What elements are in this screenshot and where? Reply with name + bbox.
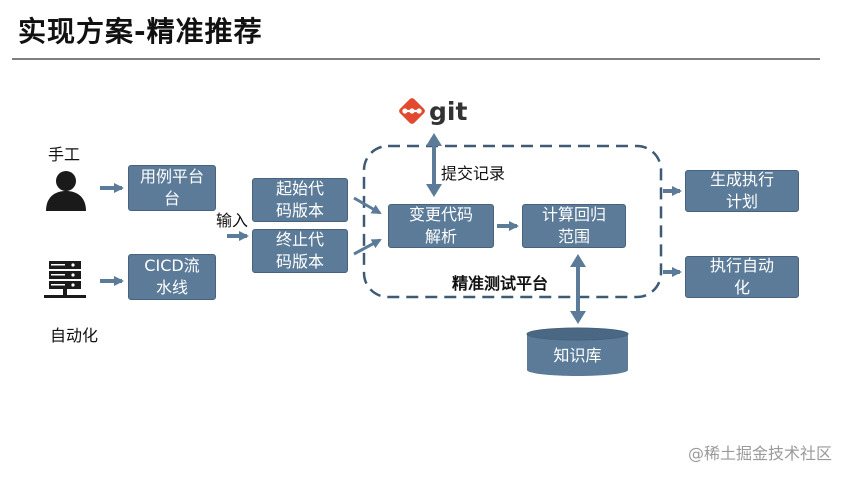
node-start-version: 起始代 码版本 xyxy=(252,178,348,222)
commit-log-label: 提交记录 xyxy=(441,164,506,183)
input-label: 输入 xyxy=(216,211,249,230)
node-cicd: CICD流 水线 xyxy=(128,254,216,300)
node-change-parse: 变更代码 解析 xyxy=(388,204,494,248)
arrow-start-to-change xyxy=(353,196,382,215)
arrow-end-to-change xyxy=(353,238,382,256)
git-logo: git xyxy=(398,95,467,127)
git-logo-icon xyxy=(399,98,425,124)
arrow-calc-knowledge-bidirectional xyxy=(570,254,586,324)
node-end-version: 终止代 码版本 xyxy=(252,229,348,273)
server-icon xyxy=(44,261,86,298)
platform-boundary xyxy=(362,144,663,299)
node-knowledge-base: 知识库 xyxy=(553,346,602,365)
node-gen-plan: 生成执行 计划 xyxy=(685,170,799,212)
person-icon xyxy=(46,171,86,211)
git-text: git xyxy=(429,96,468,126)
node-calc-scope: 计算回归 范围 xyxy=(522,204,626,248)
title-divider xyxy=(12,58,820,60)
arrow-git-change-bidirectional xyxy=(426,133,442,197)
auto-label: 自动化 xyxy=(50,326,99,345)
node-auto-exec: 执行自动 化 xyxy=(685,256,799,298)
node-use-case-platform: 用例平台 台 xyxy=(128,165,216,211)
knowledge-base-cylinder xyxy=(526,327,629,376)
manual-label: 手工 xyxy=(48,145,81,164)
watermark: @稀土掘金技术社区 xyxy=(688,444,833,463)
platform-label: 精准测试平台 xyxy=(452,274,549,293)
page-title: 实现方案-精准推荐 xyxy=(18,15,263,48)
